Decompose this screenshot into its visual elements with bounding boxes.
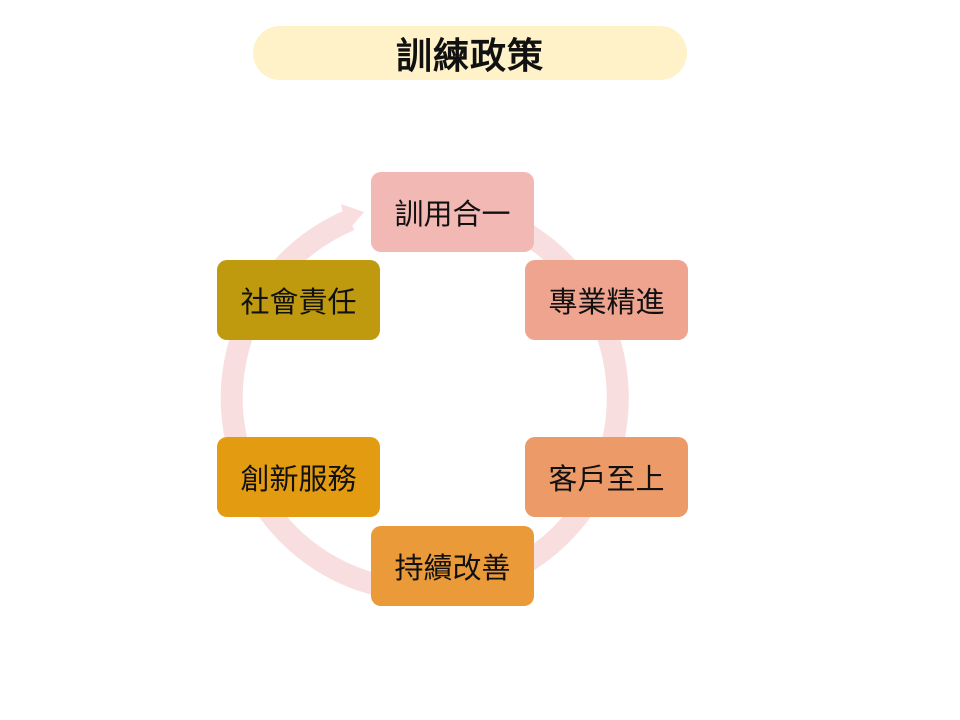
cycle-arrow-head-icon xyxy=(341,204,364,232)
cycle-node-professional-advancement: 專業精進 xyxy=(525,260,688,340)
title-banner: 訓練政策 xyxy=(253,26,687,80)
cycle-node-training-application: 訓用合一 xyxy=(371,172,534,252)
page-title: 訓練政策 xyxy=(395,36,544,77)
cycle-node-social-responsibility: 社會責任 xyxy=(217,260,380,340)
cycle-node-customer-first: 客戶至上 xyxy=(525,437,688,517)
cycle-node-innovative-service: 創新服務 xyxy=(217,437,380,517)
cycle-node-continuous-improvement: 持續改善 xyxy=(371,526,534,606)
